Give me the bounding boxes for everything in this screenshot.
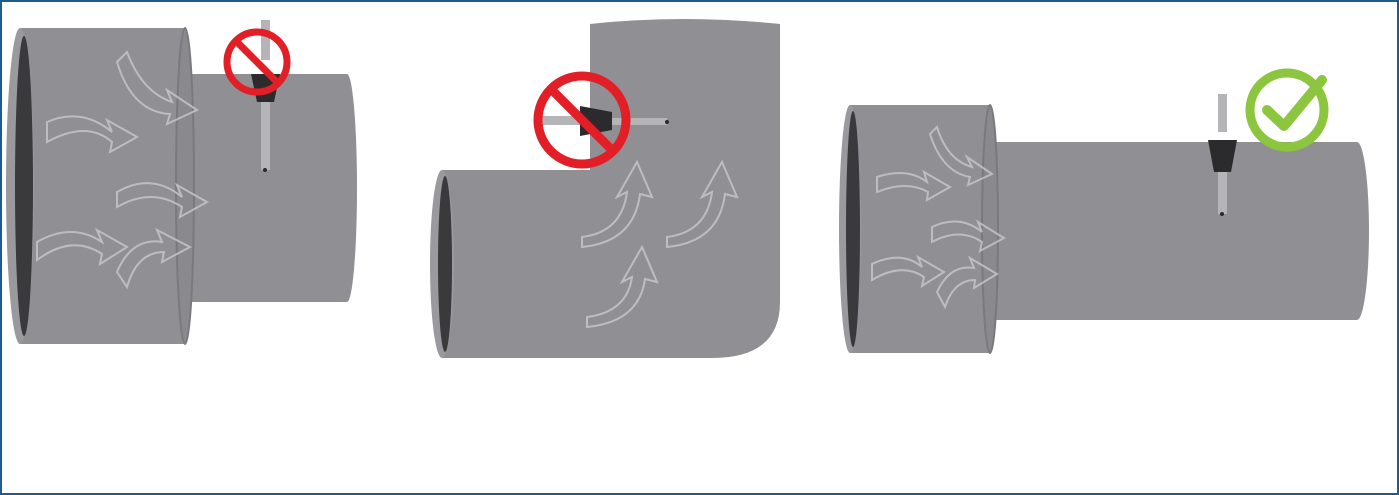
pipe-opening <box>438 176 452 352</box>
panel-reducer-before <box>2 2 382 382</box>
panel-elbow-near-bend <box>412 2 812 382</box>
large-pipe <box>839 104 999 354</box>
large-pipe <box>6 27 195 345</box>
reducer-pipe-illustration <box>6 20 357 345</box>
pipe-opening <box>15 36 33 336</box>
elbow-pipe-illustration <box>430 19 780 358</box>
pipe-opening <box>846 111 860 347</box>
flow-arrows <box>871 125 1006 310</box>
prohibited-icon <box>533 71 631 169</box>
checkmark-icon <box>1245 68 1329 152</box>
straight-pipe-illustration <box>839 68 1369 354</box>
small-pipe <box>987 142 1369 320</box>
probe <box>1208 94 1237 216</box>
flow-arrows <box>581 159 739 329</box>
prohibited-icon <box>223 28 291 96</box>
elbow-pipe <box>430 19 780 358</box>
panel-straight-run <box>832 2 1392 382</box>
flow-arrows <box>36 50 210 290</box>
